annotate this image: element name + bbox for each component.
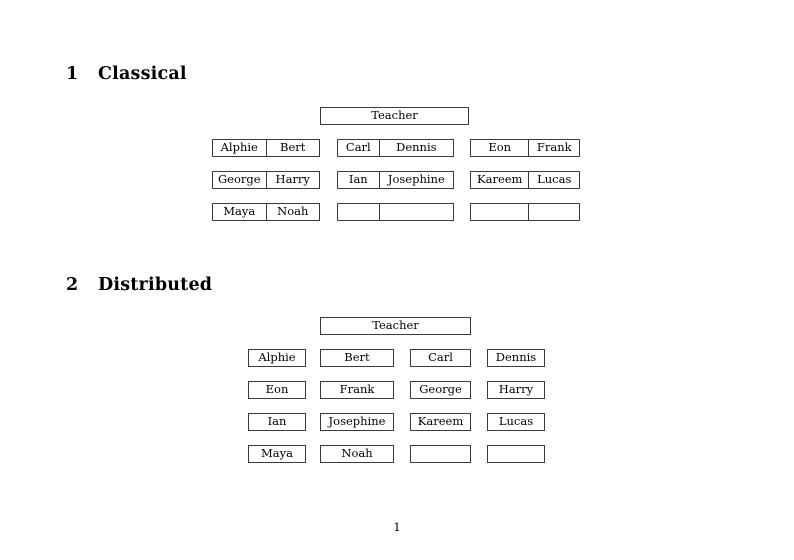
table-cell[interactable]: Alphie — [220, 140, 258, 155]
table-cell[interactable] — [338, 204, 379, 220]
classical-right-group-row-2[interactable]: Kareem Lucas — [470, 171, 580, 189]
distributed-box[interactable]: Bert — [320, 349, 394, 367]
table-cell[interactable]: Bert — [265, 140, 320, 156]
distributed-box[interactable]: George — [410, 381, 471, 399]
distributed-box[interactable]: Frank — [320, 381, 394, 399]
teacher-label: Teacher — [372, 318, 419, 333]
distributed-box[interactable]: Josephine — [320, 413, 394, 431]
distributed-box[interactable]: Kareem — [410, 413, 471, 431]
section-number: 2 — [66, 275, 79, 295]
distributed-box[interactable]: Alphie — [248, 349, 306, 367]
classical-right-group-row-3[interactable] — [470, 203, 580, 221]
table-cell[interactable]: Josephine — [378, 172, 453, 188]
table-cell[interactable]: Lucas — [528, 172, 579, 188]
section-heading-distributed: 2 Distributed — [66, 275, 212, 295]
classical-middle-group-row-3[interactable] — [337, 203, 454, 221]
distributed-box[interactable]: Eon — [248, 381, 306, 399]
teacher-box-classical[interactable]: Teacher — [320, 107, 469, 125]
teacher-box-distributed[interactable]: Teacher — [320, 317, 471, 335]
classical-left-group-row-1[interactable]: Alphie Bert — [212, 139, 320, 157]
table-cell[interactable]: Frank — [528, 140, 579, 156]
classical-middle-group-row-2[interactable]: Ian Josephine — [337, 171, 454, 189]
section-title: Classical — [98, 64, 187, 84]
classical-right-group-row-1[interactable]: Eon Frank — [470, 139, 580, 157]
distributed-box[interactable]: Dennis — [487, 349, 545, 367]
teacher-label: Teacher — [371, 108, 418, 123]
table-cell[interactable]: Dennis — [378, 140, 453, 156]
table-cell[interactable]: Maya — [223, 204, 256, 219]
classical-left-group-row-2[interactable]: George Harry — [212, 171, 320, 189]
table-cell[interactable] — [528, 204, 579, 220]
page-number: 1 — [393, 520, 401, 534]
section-title: Distributed — [98, 275, 213, 295]
classical-middle-group-row-1[interactable]: Carl Dennis — [337, 139, 454, 157]
table-cell[interactable]: Ian — [348, 172, 368, 187]
table-cell[interactable]: Kareem — [477, 172, 523, 187]
distributed-box[interactable]: Lucas — [487, 413, 545, 431]
distributed-box[interactable] — [487, 445, 545, 463]
table-cell[interactable]: Carl — [345, 140, 371, 155]
table-cell[interactable]: Harry — [265, 172, 320, 188]
table-cell[interactable] — [471, 204, 528, 220]
classical-left-group-row-3[interactable]: Maya Noah — [212, 203, 320, 221]
table-cell[interactable] — [378, 204, 453, 220]
table-cell[interactable]: Eon — [488, 140, 512, 155]
distributed-box[interactable]: Noah — [320, 445, 394, 463]
distributed-box[interactable]: Ian — [248, 413, 306, 431]
distributed-box[interactable]: Carl — [410, 349, 471, 367]
table-cell[interactable]: George — [217, 172, 261, 187]
table-cell[interactable]: Noah — [265, 204, 320, 220]
section-number: 1 — [66, 64, 79, 84]
distributed-box[interactable]: Maya — [248, 445, 306, 463]
distributed-box[interactable] — [410, 445, 471, 463]
section-heading-classical: 1 Classical — [66, 64, 187, 84]
distributed-box[interactable]: Harry — [487, 381, 545, 399]
